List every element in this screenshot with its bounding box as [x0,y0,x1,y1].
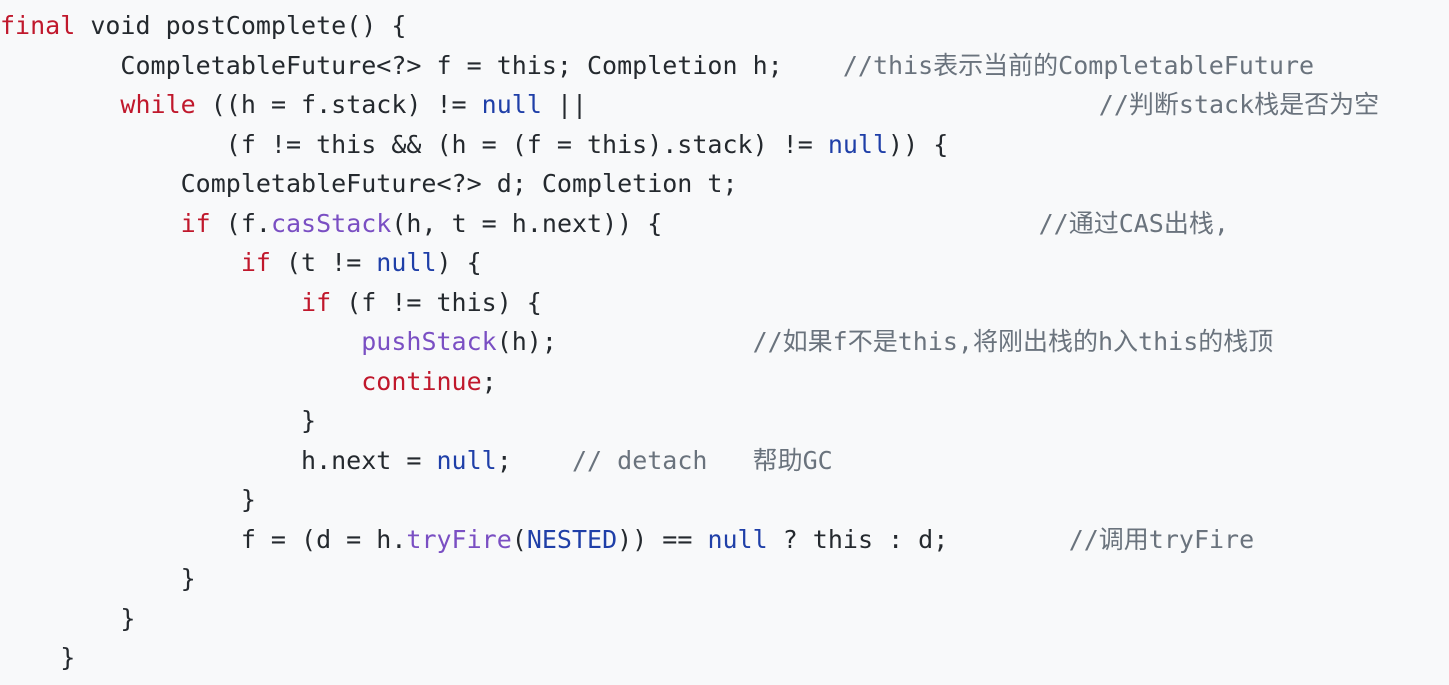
code-line: final void postComplete() { [0,8,406,44]
code-token: (h, t = h.next)) { [391,208,1039,238]
code-token: } [0,406,317,435]
code-token: CompletableFuture<?> d; Completion t; [0,169,738,198]
code-token: (t != [270,248,377,277]
code-token: } [0,603,136,633]
code-token: f = (d = h. [0,524,407,554]
code-token: } [0,485,256,514]
code-token: casStack [270,208,392,238]
code-line: continue; [0,364,497,400]
code-line: if (t != null) { [0,245,482,281]
code-line: } [0,561,196,597]
code-token: final [0,11,76,40]
code-token: ) { [436,248,482,277]
code-line: if (f != this) { [0,285,542,321]
code-line: } [0,601,135,637]
code-comment: //如果f不是this,将刚出栈的h入this的栈顶 [752,327,1274,356]
code-token: if [180,208,211,238]
code-token: } [0,564,196,593]
code-token: h.next = [0,445,437,475]
code-token: CompletableFuture<?> f = this; Completio… [0,50,843,80]
code-line: f = (d = h.tryFire(NESTED)) == null ? th… [0,522,1254,558]
code-token: while [120,90,196,119]
code-token: )) { [888,129,949,159]
code-token: ((h = f.stack) != [195,90,482,119]
code-line: } [0,482,256,518]
code-comment: //调用tryFire [1068,524,1255,554]
code-token: } [0,643,76,672]
code-token: if [240,248,271,277]
code-token: ; [481,366,497,396]
code-token: (f != this && (h = (f = this).stack) != [0,129,828,159]
code-line: } [0,403,316,439]
code-comment: // detach 帮助GC [571,445,833,475]
code-token [0,209,181,238]
code-line: while ((h = f.stack) != null || //判断stac… [0,87,1379,123]
code-token: || [541,90,1099,119]
code-line: pushStack(h); //如果f不是this,将刚出栈的h入this的栈顶 [0,324,1273,360]
code-token: null [436,445,497,475]
code-token [0,90,120,119]
code-token: NESTED [526,524,618,554]
code-token [0,288,301,317]
code-token: (f != this) { [331,287,542,317]
code-line: h.next = null; // detach 帮助GC [0,443,833,479]
code-comment: //通过CAS出栈, [1038,208,1229,238]
code-comment: //判断stack栈是否为空 [1098,90,1380,119]
code-comment: //this表示当前的CompletableFuture [842,50,1315,80]
code-token: pushStack [361,327,497,356]
code-token: null [481,90,542,119]
code-token: void postComplete() { [75,11,407,40]
code-token: )) == [617,524,708,554]
code-token: tryFire [406,524,512,554]
code-token: if [301,287,332,317]
code-line: } [0,640,75,676]
code-line: if (f.casStack(h, t = h.next)) { //通过CAS… [0,206,1229,242]
code-token: null [827,129,889,159]
code-token [0,248,241,277]
code-token: null [376,248,437,277]
code-token: continue [361,366,482,396]
code-line: CompletableFuture<?> d; Completion t; [0,166,738,202]
code-token: null [707,524,768,554]
code-token [0,327,361,356]
code-line: CompletableFuture<?> f = this; Completio… [0,48,1314,84]
code-token [0,367,361,396]
code-token: ( [511,524,527,554]
code-token: (f. [210,208,271,238]
code-line: (f != this && (h = (f = this).stack) != … [0,127,949,163]
code-token: ; [496,445,572,475]
code-token: (h); [496,327,753,356]
code-token: ? this : d; [767,524,1069,554]
